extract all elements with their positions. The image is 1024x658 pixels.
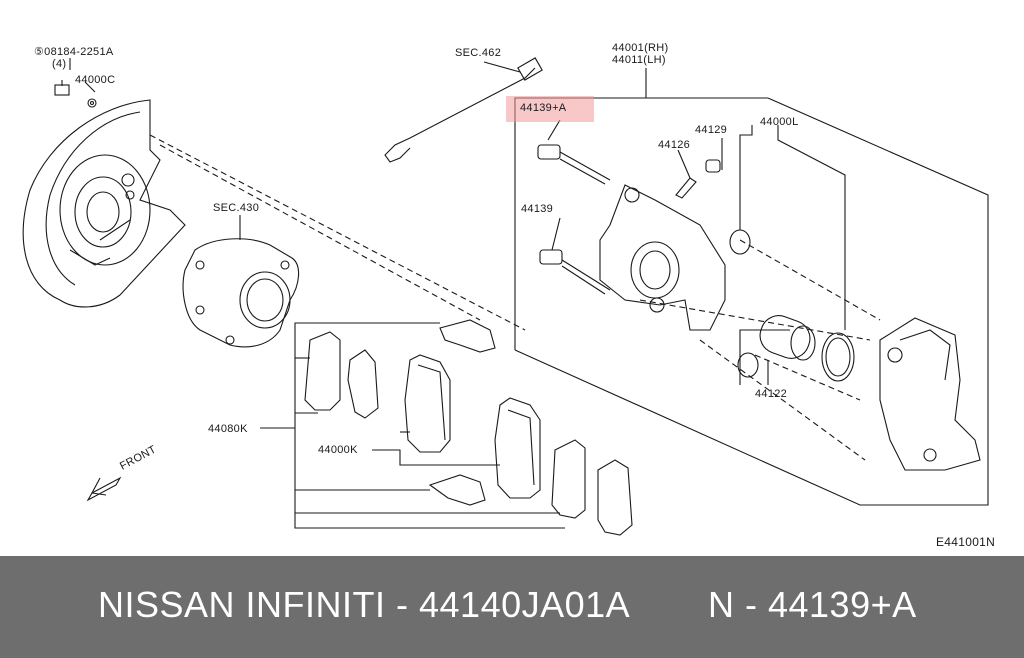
footer-part-number: NISSAN INFINITI - 44140JA01A: [98, 584, 631, 625]
part-44139-label: 44139: [521, 203, 554, 215]
part-44126-label: 44126: [658, 139, 691, 151]
part-44122-label: 44122: [755, 388, 788, 400]
sec462-label: SEC.462: [455, 47, 502, 59]
bolt-spec-label: ⑤08184-2251A: [34, 46, 114, 58]
bolt-qty-label: (4): [52, 58, 67, 70]
footer-alt-number: N - 44139+A: [708, 584, 917, 625]
bolt-part-label: 44000C: [75, 74, 116, 86]
footer-bar: NISSAN INFINITI - 44140JA01A N - 44139+A: [0, 556, 1024, 658]
part-44129-label: 44129: [695, 124, 728, 136]
part-44080k-label: 44080K: [208, 423, 248, 435]
part-44000l-label: 44000L: [760, 116, 799, 128]
sec430-label: SEC.430: [213, 202, 260, 214]
highlighted-part-label: 44139+A: [520, 102, 567, 114]
caliper-lh-label: 44011(LH): [612, 54, 666, 66]
diagram-drawing: [22, 57, 989, 536]
diagram-code-label: E441001N: [936, 535, 996, 549]
parts-diagram: ⑤08184-2251A (4) 44000C SEC.462 44001(RH…: [22, 42, 996, 549]
highlight-box: [506, 96, 594, 122]
part-44000k-label: 44000K: [318, 444, 358, 456]
caliper-rh-label: 44001(RH): [612, 42, 669, 54]
